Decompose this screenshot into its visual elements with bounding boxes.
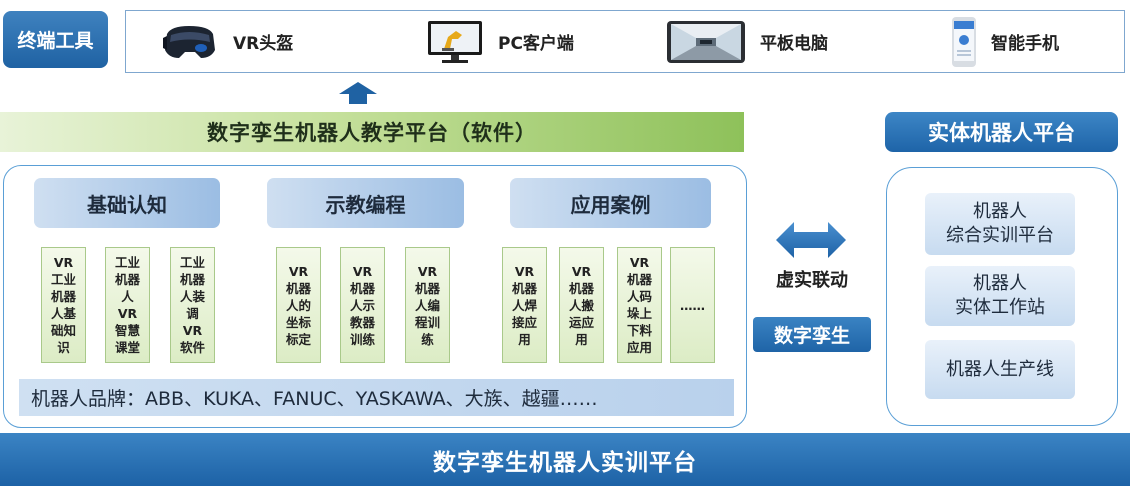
robot-brands-bar: 机器人品牌：ABB、KUKA、FANUC、YASKAWA、大族、越疆…… [19,379,734,416]
smartphone-icon [952,16,976,67]
physical-item: 机器人 实体工作站 [925,266,1075,326]
physical-item: 机器人 综合实训平台 [925,193,1075,255]
terminal-devices-box: VR头盔 PC客户端 平板电脑 [125,10,1125,73]
bottom-platform-title: 数字孪生机器人实训平台 [0,433,1130,486]
up-arrow-icon [339,82,377,104]
terminal-tools-label: 终端工具 [3,11,108,68]
software-platform-bar: 数字孪生机器人教学平台（软件） [0,112,744,152]
pc-monitor-icon [428,20,482,63]
module-item: VR 工业 机器 人基 础知 识 [41,247,86,363]
device-vr-headset: VR头盔 [161,11,293,72]
digital-twin-label: 数字孪生 [753,317,871,352]
virtual-real-link-label: 虚实联动 [776,270,848,291]
vr-headset-icon [163,25,215,58]
module-item: VR 机器 人编 程训 练 [405,247,450,363]
module-item: VR 机器 人示 教器 训练 [340,247,385,363]
double-arrow-icon [776,222,846,258]
physical-item: 机器人生产线 [925,340,1075,399]
device-label: PC客户端 [498,34,574,54]
category-basic-cognition: 基础认知 [34,178,220,228]
device-pc-client: PC客户端 [426,11,574,72]
module-item: VR 机器 人的 坐标 标定 [276,247,321,363]
module-item-more: …… [670,247,715,363]
device-label: 平板电脑 [760,34,828,54]
module-item: VR 机器 人焊 接应 用 [502,247,547,363]
device-tablet: 平板电脑 [666,11,828,72]
physical-platform-title: 实体机器人平台 [885,112,1118,152]
device-smartphone: 智能手机 [951,11,1059,72]
category-application-cases: 应用案例 [510,178,711,228]
device-label: VR头盔 [233,34,294,54]
module-item: VR 机器 人码 垛上 下料 应用 [617,247,662,363]
module-item: VR 机器 人搬 运应 用 [559,247,604,363]
device-label: 智能手机 [991,34,1059,54]
tablet-icon [667,20,745,63]
module-item: 工业 机器 人装 调 VR 软件 [170,247,215,363]
category-teach-programming: 示教编程 [267,178,464,228]
module-item: 工业 机器 人 VR 智慧 课堂 [105,247,150,363]
